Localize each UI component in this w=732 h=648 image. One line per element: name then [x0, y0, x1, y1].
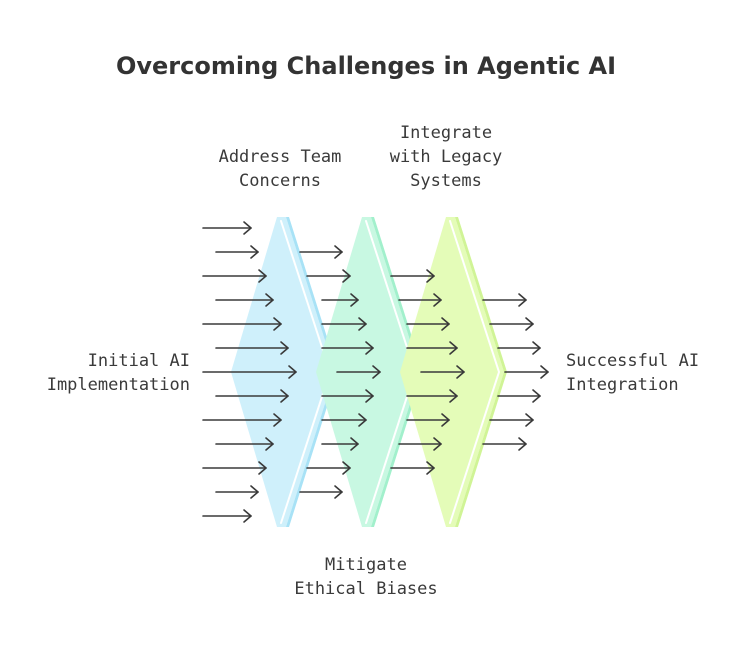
- flow-arrow: [482, 437, 527, 451]
- flow-arrow: [202, 413, 282, 427]
- flow-arrow: [306, 269, 351, 283]
- flow-arrow: [202, 509, 252, 523]
- flow-arrow: [306, 461, 351, 475]
- flow-arrow: [202, 269, 267, 283]
- flow-arrow: [215, 437, 274, 451]
- flow-arrow: [336, 365, 381, 379]
- flow-arrow: [504, 365, 549, 379]
- flow-arrow: [321, 317, 367, 331]
- flow-arrow: [482, 293, 527, 307]
- flow-arrow: [202, 365, 297, 379]
- flow-arrow: [489, 317, 534, 331]
- flow-arrow: [299, 485, 343, 499]
- flow-arrow: [406, 389, 458, 403]
- flow-arrow: [398, 437, 442, 451]
- flow-arrow: [321, 341, 374, 355]
- stage-label-address-team-concerns: Address Team Concerns: [218, 147, 342, 191]
- flow-arrow: [321, 293, 359, 307]
- flow-arrow: [202, 461, 267, 475]
- flow-arrow: [215, 485, 259, 499]
- flow-arrow: [215, 341, 289, 355]
- flow-arrow: [406, 317, 450, 331]
- flow-arrow: [215, 389, 289, 403]
- stage-label-integrate-legacy-systems: Integrate with Legacy Systems: [389, 123, 503, 191]
- flow-arrow: [299, 245, 343, 259]
- flow-arrow: [497, 389, 541, 403]
- flow-arrow: [321, 389, 374, 403]
- flow-arrow: [390, 269, 435, 283]
- diagram-title: Overcoming Challenges in Agentic AI: [115, 52, 617, 80]
- flow-arrow: [202, 317, 282, 331]
- end-label: Successful AI Integration: [566, 351, 700, 395]
- flow-arrow: [215, 293, 274, 307]
- stage-highlight-integrate-legacy-systems: [449, 220, 501, 524]
- flow-arrow: [406, 341, 458, 355]
- flow-arrow: [420, 365, 465, 379]
- flow-arrow: [406, 413, 450, 427]
- flow-arrow: [390, 461, 435, 475]
- flow-arrow: [321, 413, 367, 427]
- flow-arrow: [321, 437, 359, 451]
- start-label: Initial AI Implementation: [46, 351, 190, 395]
- flow-arrow: [215, 245, 259, 259]
- flow-arrow: [497, 341, 541, 355]
- flow-arrow: [489, 413, 534, 427]
- flow-arrow: [398, 293, 442, 307]
- stage-label-mitigate-ethical-biases: Mitigate Ethical Biases: [294, 555, 438, 599]
- flow-arrow: [202, 221, 252, 235]
